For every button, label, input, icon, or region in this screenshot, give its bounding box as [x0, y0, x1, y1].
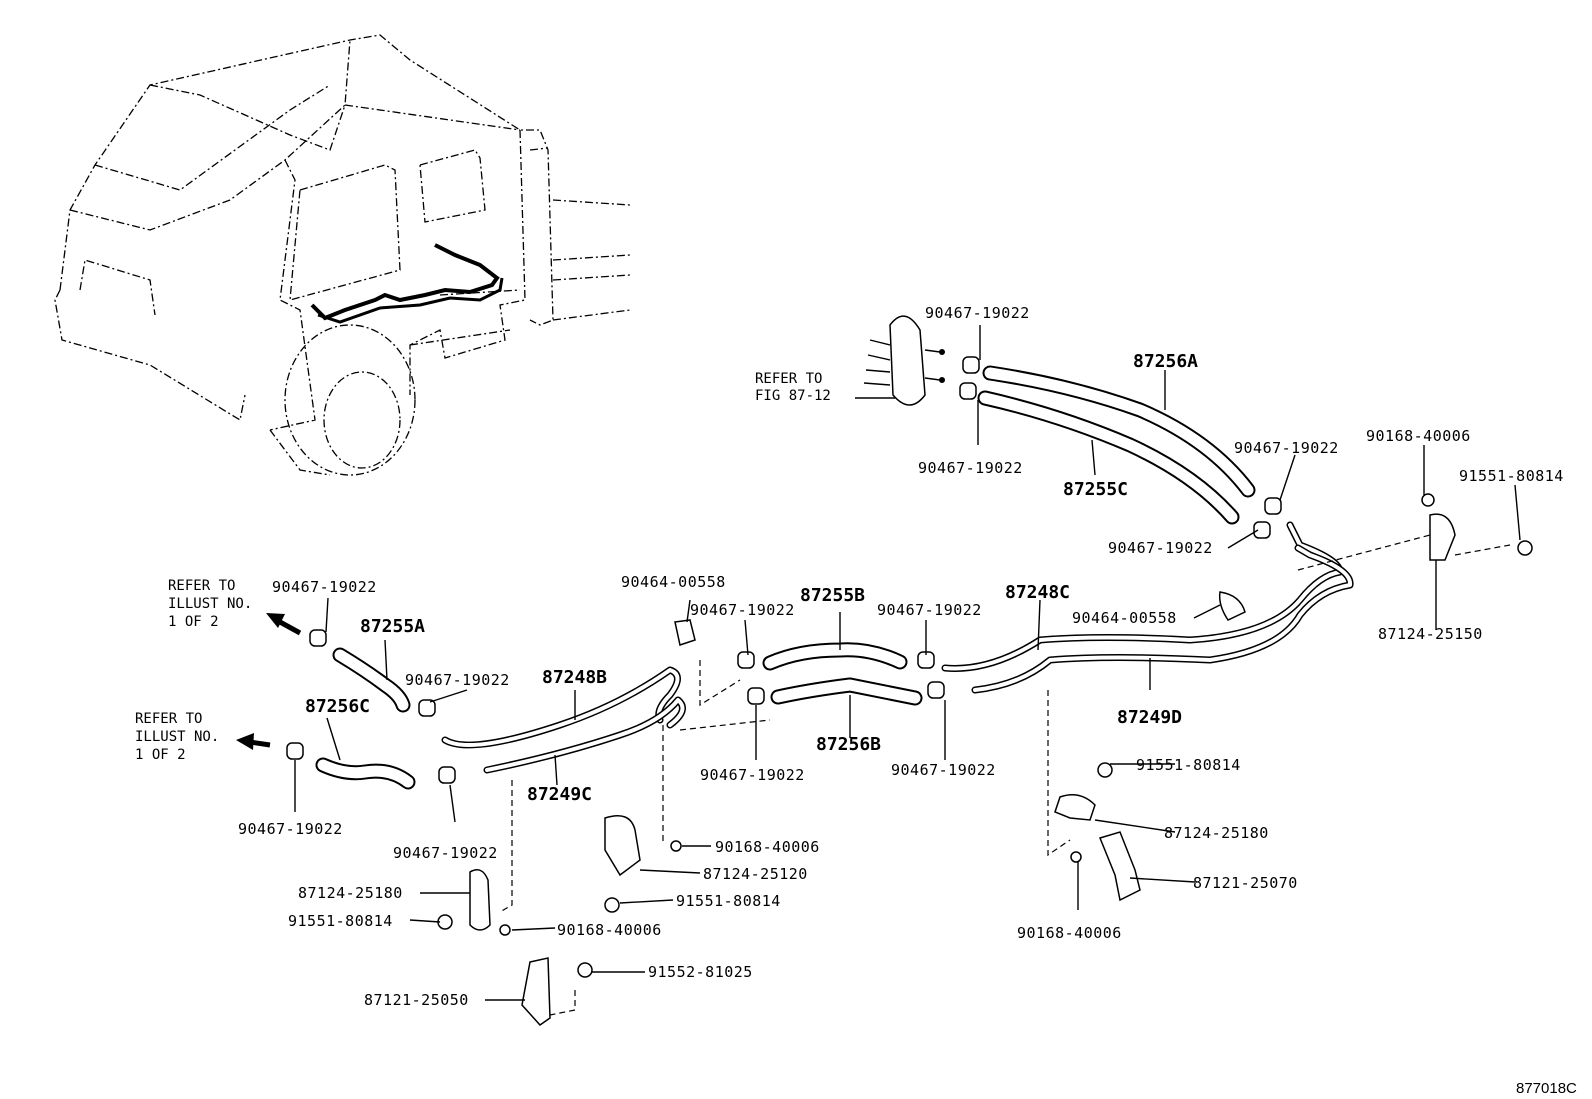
- label-87248C: 87248C: [1005, 582, 1070, 603]
- label-clamp-c1: 90467-19022: [272, 578, 377, 596]
- label-87249D: 87249D: [1117, 707, 1182, 728]
- label-grommet-1: 90464-00558: [621, 573, 726, 591]
- label-clamp-b3: 90467-19022: [877, 601, 982, 619]
- pipe-87248B: [441, 666, 681, 749]
- label-87256C: 87256C: [305, 696, 370, 717]
- part-number-labels: 90467-19022 90467-19022 90467-19022 9046…: [238, 304, 1564, 1009]
- label-87248B: 87248B: [542, 667, 607, 688]
- pipe-87249D: [971, 544, 1354, 694]
- label-clamp-bracket-1: 87124-25180: [298, 884, 403, 902]
- ref-upper-line3: 1 OF 2: [168, 614, 219, 630]
- label-screw-4: 90168-40006: [1017, 924, 1122, 942]
- label-clamp-bracket-4: 87124-25150: [1378, 625, 1483, 643]
- label-clamp-bracket-3: 87124-25180: [1164, 824, 1269, 842]
- reference-arrows: [236, 613, 302, 750]
- grommets: [674, 591, 1246, 646]
- heater-unit: [863, 315, 945, 406]
- hose-87256A: [982, 365, 1256, 498]
- ref-upper-line2: ILLUST NO.: [168, 596, 252, 612]
- label-clamp-c3: 90467-19022: [238, 820, 343, 838]
- label-clamp-a3: 90467-19022: [1234, 439, 1339, 457]
- label-clamp-c2: 90467-19022: [405, 671, 510, 689]
- label-clamp-a4: 90467-19022: [1108, 539, 1213, 557]
- label-87256A: 87256A: [1133, 351, 1198, 372]
- assembly-guides: [499, 534, 1511, 1016]
- label-clamp-b2: 90467-19022: [700, 766, 805, 784]
- label-87255B: 87255B: [800, 585, 865, 606]
- hose-87256B: [770, 677, 923, 706]
- label-87255C: 87255C: [1063, 479, 1128, 500]
- label-screw-2: 90168-40006: [715, 838, 820, 856]
- hose-87255B: [762, 642, 908, 671]
- ref-lower-line2: ILLUST NO.: [135, 729, 219, 745]
- truck-cab-illustration: [54, 34, 631, 476]
- leader-lines: [294, 325, 1521, 1001]
- label-bolt-3: 91551-80814: [288, 912, 393, 930]
- hose-87255A: [332, 647, 411, 713]
- ref-lower-line3: 1 OF 2: [135, 747, 186, 763]
- hose-labels: 87256A 87255C 87255A 87256C 87255B 87256…: [305, 351, 1198, 755]
- label-bolt-4: 91551-80814: [1136, 756, 1241, 774]
- reference-notes: REFER TO FIG 87-12 REFER TO ILLUST NO. 1…: [135, 371, 831, 763]
- label-87255A: 87255A: [360, 616, 425, 637]
- label-clamp-bracket-2: 87124-25120: [703, 865, 808, 883]
- label-bracket-1: 87121-25050: [364, 991, 469, 1009]
- label-clamp-b4: 90467-19022: [891, 761, 996, 779]
- ref-heater-line2: FIG 87-12: [755, 388, 831, 404]
- hose-87256C: [315, 757, 416, 790]
- label-bolt-5: 91552-81025: [648, 963, 753, 981]
- label-87249C: 87249C: [527, 784, 592, 805]
- label-bolt-2: 91551-80814: [676, 892, 781, 910]
- clamp-brackets: [469, 513, 1456, 931]
- brackets: [521, 831, 1141, 1026]
- label-bracket-2: 87121-25070: [1193, 874, 1298, 892]
- label-bolt-1: 91551-80814: [1459, 467, 1564, 485]
- pipe-87249C: [483, 696, 686, 774]
- hose-87255C: [977, 390, 1240, 525]
- label-clamp-c4: 90467-19022: [393, 844, 498, 862]
- hose-clamps: [286, 356, 1282, 784]
- ref-heater-line1: REFER TO: [755, 371, 822, 387]
- figure-code: 877018C: [1516, 1080, 1577, 1097]
- label-clamp-b1: 90467-19022: [690, 601, 795, 619]
- label-clamp-a2: 90467-19022: [918, 459, 1023, 477]
- ref-upper-line1: REFER TO: [168, 578, 235, 594]
- label-grommet-2: 90464-00558: [1072, 609, 1177, 627]
- screws-and-bolts: [437, 493, 1533, 978]
- ref-lower-line1: REFER TO: [135, 711, 202, 727]
- label-clamp-a1: 90467-19022: [925, 304, 1030, 322]
- label-screw-3: 90168-40006: [557, 921, 662, 939]
- label-screw-1: 90168-40006: [1366, 427, 1471, 445]
- label-87256B: 87256B: [816, 734, 881, 755]
- pipe-labels: 87248B 87249C 87248C 87249D: [527, 582, 1182, 805]
